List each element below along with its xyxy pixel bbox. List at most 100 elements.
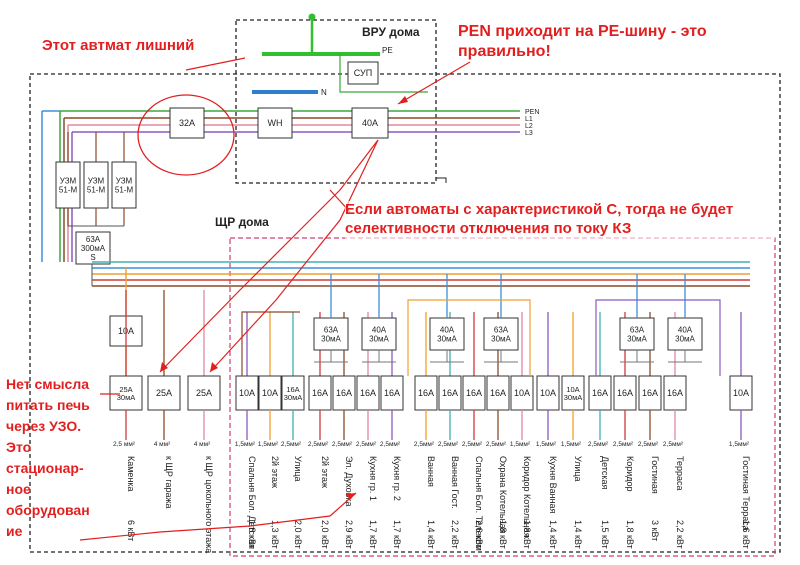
group-wire-size: 2,5мм²: [380, 441, 401, 448]
group-breaker-label: 16A: [592, 388, 608, 398]
group-power: 2,0 кВт: [293, 520, 303, 549]
rcd-main-63a: [75, 231, 111, 265]
group-name: Улица: [573, 456, 583, 482]
group-breaker-label: 16A: [418, 388, 434, 398]
group-name: Кухня Ванная: [548, 456, 558, 514]
group-wire-size: 4 мм²: [194, 441, 211, 448]
group-power: 2,9 кВт: [344, 520, 354, 549]
group-power: 1,7 кВт: [392, 520, 402, 549]
group-name: Коридор Котельная: [522, 456, 532, 538]
group-power: 3 кВт: [650, 520, 660, 541]
group-power: 1,7 кВт: [368, 520, 378, 549]
group-power: 1,8 кВт: [625, 520, 635, 549]
group-name: 2й этаж: [320, 456, 330, 488]
phase-label: L3: [525, 130, 533, 137]
group-breaker-label: 10A: [239, 388, 255, 398]
group-frame: [407, 299, 531, 376]
group-name: к ЩР цокольного этажа: [204, 456, 214, 553]
group-breaker-label: 10A: [540, 388, 556, 398]
group-name: Гостиная: [650, 456, 660, 494]
annotation-pen-note: PEN приходит на PE-шину - это правильно!: [458, 23, 707, 60]
breaker-40a-vru-label: 40A: [362, 118, 378, 128]
sup-device: [347, 61, 379, 85]
arrow-pen: [397, 61, 471, 105]
group-power: 2,2 кВт: [675, 520, 685, 549]
group-power: 2,6 кВт: [474, 520, 484, 549]
pe-bus-label: PE: [382, 46, 393, 55]
group-breaker-label: 25A: [156, 388, 172, 398]
group-power: 1,4 кВт: [548, 520, 558, 549]
group-breaker-label: 16A: [642, 388, 658, 398]
group-name: Эл. Духовка: [344, 456, 354, 507]
rcd-group-rcd_g4: [483, 317, 519, 351]
arrowhead-sel1: [160, 362, 168, 372]
phase-label: L2: [525, 123, 533, 130]
group-wire-size: 2,5мм²: [638, 441, 659, 448]
group-breaker-label: 16A: [360, 388, 376, 398]
group-breaker-label: 16A: [490, 388, 506, 398]
group-wire-size: 1,5мм²: [258, 441, 279, 448]
group-power: 2,0 кВт: [320, 520, 330, 549]
rcd-group-rcd_g5: [619, 317, 655, 351]
arrow-extra-breaker: [185, 57, 246, 71]
uzm-device-uzm1: [55, 161, 81, 209]
breaker-32a: [169, 107, 205, 139]
group-name: Кухня гр. 2: [392, 456, 402, 501]
group-breaker-label: 16A: [617, 388, 633, 398]
breaker-32a-label: 32A: [179, 118, 195, 128]
group-wire-size: 2,5мм²: [414, 441, 435, 448]
sup-device-label: СУП: [354, 68, 372, 78]
annotation-selectivity: Если автоматы с характеристикой С, тогда…: [345, 201, 775, 239]
group-wire-size: 1,5мм²: [536, 441, 557, 448]
group-power: 1,3 кВт: [270, 520, 280, 549]
group-frame: [241, 311, 300, 376]
arrowhead-pen: [398, 96, 408, 104]
group-breaker-label: 10A: [733, 388, 749, 398]
group-wire-size: 1,5мм²: [510, 441, 531, 448]
group-power: 1,8 кВт: [247, 520, 257, 549]
group-wire-size: 2,5мм²: [308, 441, 329, 448]
vru-enclosure: [235, 19, 437, 184]
group-breaker-label: 16A: [667, 388, 683, 398]
group-wire-size: 1,5мм²: [561, 441, 582, 448]
group-breaker: [109, 375, 143, 411]
group-wire-size: 2,5мм²: [486, 441, 507, 448]
group-wire-size: 2,5мм²: [356, 441, 377, 448]
group-power: 1,8 кВт: [522, 520, 532, 549]
arrow-selectivity-2: [209, 139, 379, 373]
vru-title: ВРУ дома: [362, 25, 420, 39]
group-wire-size: 2,5мм²: [332, 441, 353, 448]
group-wire-size: 2,5мм²: [613, 441, 634, 448]
rcd-group-rcd_g3: [429, 317, 465, 351]
group-breaker-label: 25A: [196, 388, 212, 398]
arrow-selectivity-1: [159, 139, 379, 373]
group-wire-size: 2,5 мм²: [113, 441, 136, 448]
group-wire-size: 4 мм²: [154, 441, 171, 448]
group-breaker-label: 16A: [384, 388, 400, 398]
enclosure-edge: [436, 177, 447, 183]
rcd-group-rcd_g2: [361, 317, 397, 351]
group-name: Детская: [600, 456, 610, 489]
group-power: 6 кВт: [126, 520, 136, 541]
annotation-stove: Нет смысла питать печь через УЗО. Это ст…: [6, 376, 90, 539]
group-breaker-label: 16A: [466, 388, 482, 398]
group-name: Спальня Бол. Детская: [247, 456, 257, 549]
meter-wh: [257, 107, 293, 139]
group-power: 1,6 кВт: [741, 520, 751, 549]
group-breaker-label: 16A: [336, 388, 352, 398]
group-name: Коридор: [625, 456, 635, 492]
uzm-device-uzm3: [111, 161, 137, 209]
shr-enclosure: [29, 73, 781, 553]
rcd-group-rcd_g1: [313, 317, 349, 351]
group-name: Терраса: [675, 456, 685, 491]
